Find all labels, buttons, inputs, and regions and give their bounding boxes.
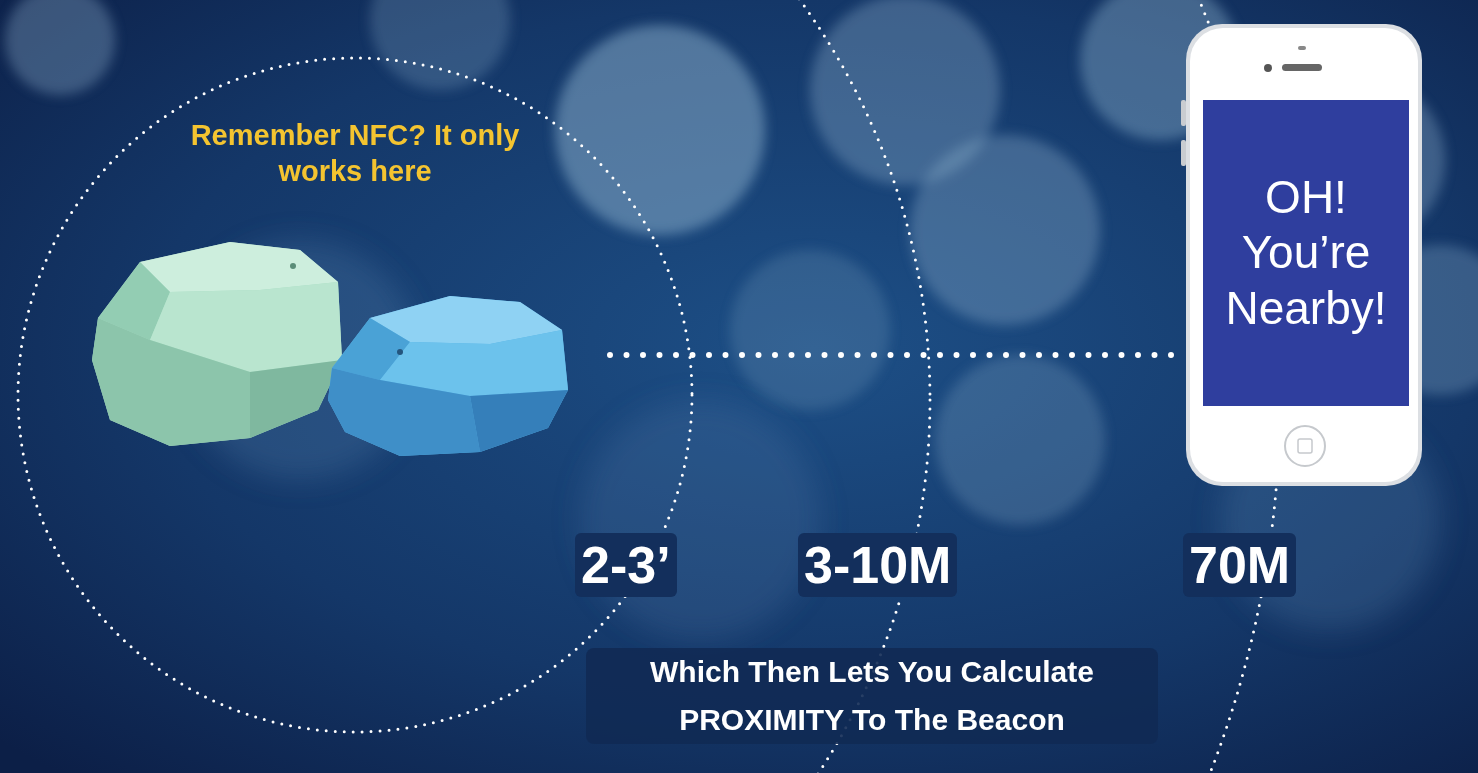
beacon-blue — [328, 296, 568, 456]
beacon-mint — [92, 242, 342, 446]
phone-screen: OH! You’re Nearby! — [1203, 100, 1409, 406]
nfc-range-circle: Remember NFC? It only works here — [15, 55, 695, 735]
callout-text: Remember NFC? It only works here — [165, 117, 545, 190]
smartphone — [1181, 24, 1422, 486]
screen-text: OH! You’re Nearby! — [1213, 170, 1399, 336]
range-label: 2-3’ — [575, 533, 677, 597]
range-label: 3-10M — [798, 533, 957, 597]
signal-line — [610, 352, 1172, 358]
range-circle — [0, 0, 1280, 773]
caption: Which Then Lets You Calculate PROXIMITY … — [586, 648, 1158, 744]
range-label: 70M — [1183, 533, 1296, 597]
range-circle — [18, 58, 692, 732]
